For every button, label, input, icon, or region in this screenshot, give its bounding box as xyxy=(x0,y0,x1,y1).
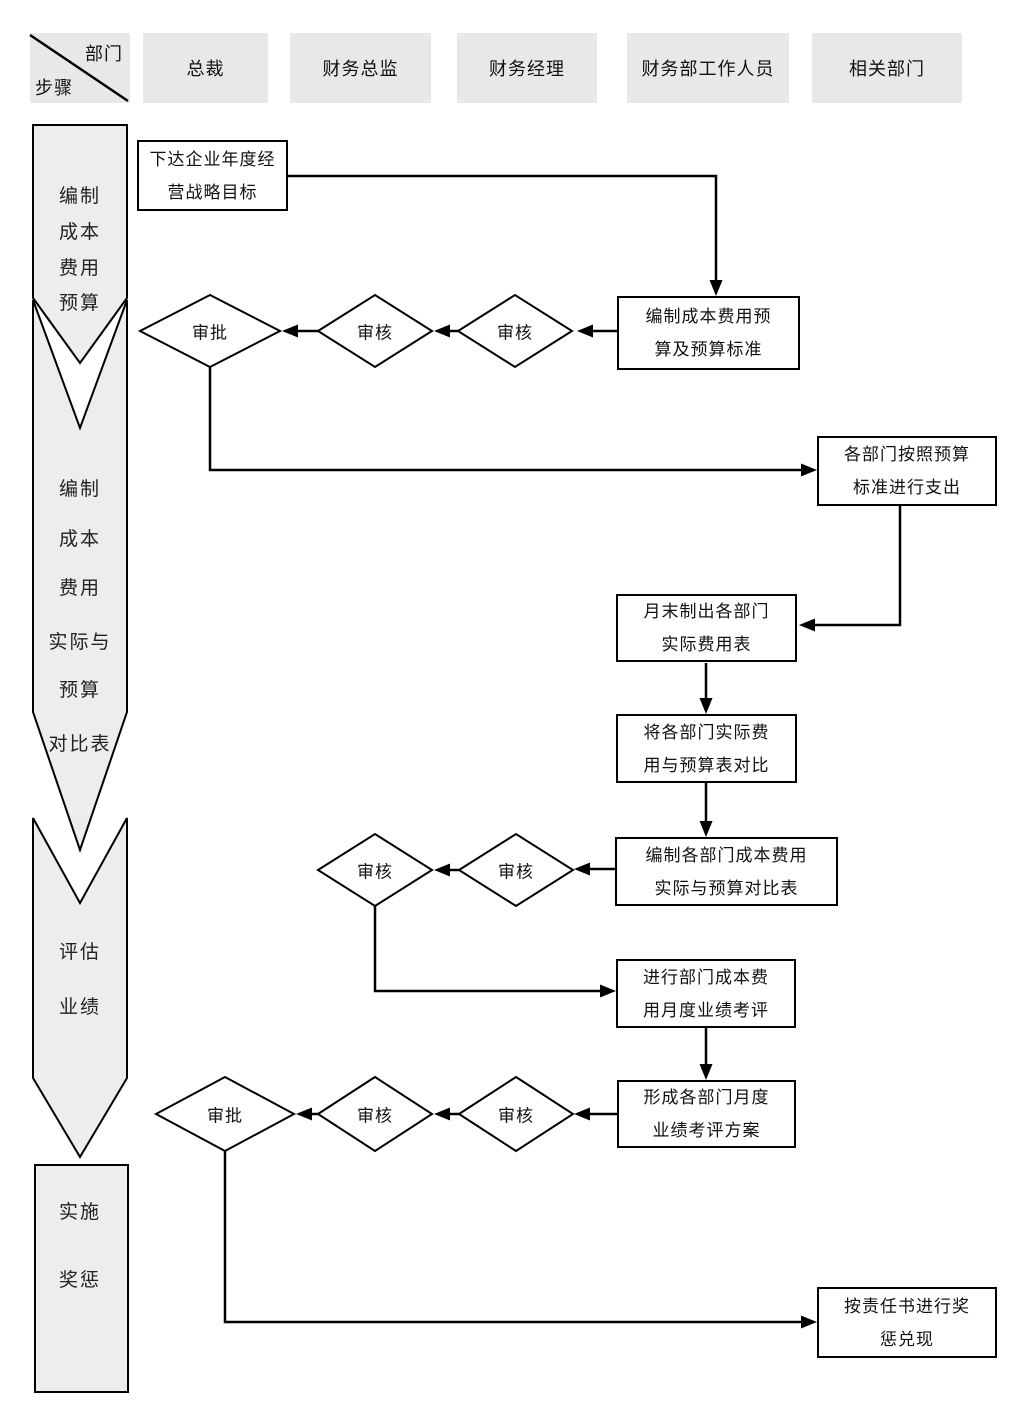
diamond-approve-row1 xyxy=(137,293,283,369)
lane-header-related-departments: 相关部门 xyxy=(812,33,962,103)
stage2-line: 预算 xyxy=(58,680,101,701)
stage4-line: 奖惩 xyxy=(58,1270,101,1291)
arrowhead-left-icon xyxy=(434,1107,450,1121)
arrowhead-down-icon xyxy=(699,698,713,714)
process-box-monthly-review: 进行部门成本费 用月度业绩考评 xyxy=(616,959,796,1028)
arrowhead-left-icon xyxy=(296,1107,312,1121)
box-text-line: 将各部门实际费 xyxy=(643,722,770,742)
box-text-line: 下达企业年度经 xyxy=(149,149,276,169)
arrowhead-left-icon xyxy=(574,1107,590,1121)
arrowhead-left-icon xyxy=(577,324,593,338)
diamond-label-check: 审核 xyxy=(357,1106,393,1126)
diamond-check-row3-cfo xyxy=(316,1075,434,1153)
box-text-line: 实际与预算对比表 xyxy=(654,878,799,898)
stage-arrow-budgeting xyxy=(32,124,128,365)
arrowhead-left-icon xyxy=(574,862,590,876)
connector-approve-to-reward xyxy=(223,1151,803,1324)
connector-check-to-review xyxy=(373,906,602,993)
stage2-line: 成本 xyxy=(58,529,101,550)
stage-arrow-actual-vs-budget xyxy=(32,299,128,854)
box-text-line: 各部门按照预算 xyxy=(844,445,970,464)
connector-goal-to-budget xyxy=(288,174,718,282)
connector-spend-to-monthly xyxy=(813,506,902,627)
stage3-line: 评估 xyxy=(58,942,101,963)
diamond-label-check: 审核 xyxy=(498,1106,534,1126)
corner-label-department: 部门 xyxy=(85,44,123,64)
corner-label-step: 步骤 xyxy=(35,78,73,98)
box-text-line: 实际费用表 xyxy=(661,635,752,654)
box-text-line: 编制成本费用预 xyxy=(645,307,772,326)
process-box-review-plan: 形成各部门月度 业绩考评方案 xyxy=(617,1080,796,1148)
box-text-line: 业绩考评方案 xyxy=(652,1121,761,1140)
lane-header-cfo: 财务总监 xyxy=(290,33,431,103)
stage2-line: 费用 xyxy=(58,578,101,599)
box-text-line: 按责任书进行奖 xyxy=(844,1296,970,1316)
stage1-line: 成本 xyxy=(58,222,101,243)
process-box-compile-budget: 编制成本费用预 算及预算标准 xyxy=(617,296,800,370)
diamond-label-check: 审核 xyxy=(498,862,534,882)
arrowhead-left-icon xyxy=(434,324,450,338)
process-box-annual-goal: 下达企业年度经 营战略目标 xyxy=(137,140,288,211)
arrowhead-left-icon xyxy=(799,618,815,632)
arrowhead-left-icon xyxy=(434,863,450,877)
box-text-line: 惩兑现 xyxy=(880,1329,934,1349)
arrowhead-left-icon xyxy=(282,324,298,338)
box-text-line: 编制各部门成本费用 xyxy=(645,845,808,865)
diamond-check-row3-manager xyxy=(457,1075,575,1153)
diamond-check-row1-manager xyxy=(456,293,574,369)
matrix-corner-cell: 部门 步骤 xyxy=(30,33,130,103)
box-text-line: 用与预算表对比 xyxy=(643,755,770,775)
arrowhead-down-icon xyxy=(699,821,713,837)
diamond-label-approve: 审批 xyxy=(207,1106,243,1126)
stage1-line: 预算 xyxy=(58,293,101,314)
diamond-approve-row3 xyxy=(153,1075,297,1153)
box-text-line: 形成各部门月度 xyxy=(643,1088,770,1107)
arrowhead-right-icon xyxy=(801,463,817,477)
box-text-line: 用月度业绩考评 xyxy=(643,1000,769,1020)
diamond-label-check: 审核 xyxy=(357,323,393,343)
connector-approve-to-spend xyxy=(208,367,803,472)
diamond-label-approve: 审批 xyxy=(192,323,228,343)
stage4-line: 实施 xyxy=(58,1202,101,1223)
diamond-check-row2-manager xyxy=(457,832,575,908)
stage2-line: 编制 xyxy=(58,479,101,500)
arrowhead-down-icon xyxy=(699,1064,713,1080)
box-text-line: 标准进行支出 xyxy=(853,478,961,497)
stage-rect-reward xyxy=(34,1164,129,1393)
lane-header-finance-manager: 财务经理 xyxy=(457,33,597,103)
process-box-comparison-table: 编制各部门成本费用 实际与预算对比表 xyxy=(615,837,838,906)
process-box-monthly-expense-table: 月末制出各部门 实际费用表 xyxy=(616,594,797,662)
diamond-check-row2-cfo xyxy=(316,832,434,908)
arrowhead-right-icon xyxy=(801,1315,817,1329)
corner-diagonal-line xyxy=(29,33,129,103)
stage1-line: 费用 xyxy=(58,258,101,279)
diamond-label-check: 审核 xyxy=(497,323,533,343)
stage-arrow-evaluate xyxy=(32,817,128,1159)
stage2-line: 对比表 xyxy=(48,734,112,755)
diamond-label-check: 审核 xyxy=(357,862,393,882)
process-box-departments-spend: 各部门按照预算 标准进行支出 xyxy=(817,436,997,506)
process-box-reward-punish: 按责任书进行奖 惩兑现 xyxy=(817,1287,997,1358)
lane-header-president: 总裁 xyxy=(143,33,268,103)
box-text-line: 算及预算标准 xyxy=(654,340,763,359)
stage2-line: 实际与 xyxy=(48,632,112,653)
arrowhead-right-icon xyxy=(600,984,616,998)
box-text-line: 月末制出各部门 xyxy=(643,602,770,621)
process-box-compare-actual-budget: 将各部门实际费 用与预算表对比 xyxy=(616,714,797,783)
arrowhead-down-icon xyxy=(709,280,723,296)
box-text-line: 营战略目标 xyxy=(167,182,258,202)
stage1-line: 编制 xyxy=(58,186,101,207)
lane-header-finance-staff: 财务部工作人员 xyxy=(627,33,789,103)
box-text-line: 进行部门成本费 xyxy=(643,967,769,987)
stage3-line: 业绩 xyxy=(58,997,101,1018)
diamond-check-row1-cfo xyxy=(316,293,434,369)
